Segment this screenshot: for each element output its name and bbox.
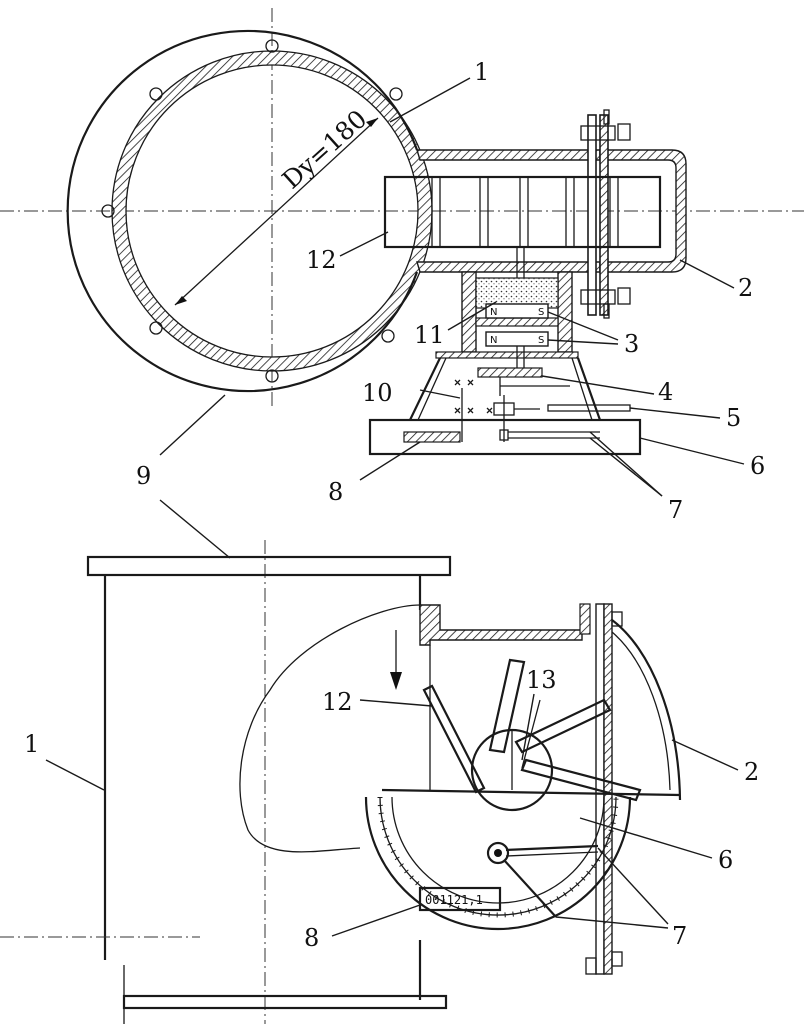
magnet-south-label: S <box>538 335 544 346</box>
housing-flange <box>580 109 631 319</box>
callout-5: 5 <box>726 404 741 432</box>
bottom-housing <box>381 603 682 975</box>
bottom-view: 001121,1 1 2 6 7 8 12 13 <box>0 499 759 1024</box>
flange-outer <box>66 29 419 393</box>
drive-gear <box>477 367 543 378</box>
counter-reading: 001121,1 <box>425 893 483 907</box>
flow-arrow <box>390 630 402 690</box>
bolt-hole <box>265 39 279 53</box>
callout-4: 4 <box>658 378 673 406</box>
diameter-label: Dy=180 <box>277 104 373 194</box>
callout-12: 12 <box>306 246 337 274</box>
callout-7: 7 <box>672 922 687 950</box>
callout-8: 8 <box>328 478 343 506</box>
coupling-housing <box>461 271 573 353</box>
dial-scale-ring <box>379 796 617 916</box>
diameter-dimension: Dy=180 <box>174 104 379 306</box>
bottom-flange <box>122 994 448 1010</box>
gearbox-housing <box>409 357 602 421</box>
top-callouts: 1 2 3 4 5 6 7 8 9 10 11 12 <box>136 58 765 524</box>
reduction-gear-train <box>454 379 540 442</box>
pointer <box>503 859 557 918</box>
dial-outer-ring <box>364 796 632 931</box>
pointer-pivot <box>486 841 510 865</box>
top-view: N S N S <box>0 8 804 524</box>
impeller-blade <box>514 698 612 754</box>
callout-2: 2 <box>738 274 753 302</box>
impeller-side <box>422 658 642 812</box>
isolation-plate <box>475 317 559 327</box>
housing-cover-arc <box>611 619 682 801</box>
bolt-hole <box>265 369 279 383</box>
side-housing <box>416 149 687 273</box>
callout-12: 12 <box>322 688 353 716</box>
callout-7: 7 <box>668 496 683 524</box>
bolt-hole <box>389 87 403 101</box>
impeller-top <box>383 175 662 249</box>
bottom-callouts: 1 2 6 7 8 12 13 <box>24 666 759 952</box>
magnet-upper: N S <box>485 303 549 319</box>
callout-3: 3 <box>624 330 639 358</box>
impeller-blade <box>422 684 486 794</box>
callout-13: 13 <box>526 666 557 694</box>
housing-split-line <box>381 788 681 797</box>
flange-bolts <box>101 39 403 383</box>
coupling-base-plate <box>435 351 579 359</box>
callout-9: 9 <box>136 462 151 490</box>
impeller-blade <box>488 658 526 754</box>
callout-1: 1 <box>474 58 489 86</box>
bolt-hole <box>101 204 115 218</box>
callout-11: 11 <box>414 321 445 349</box>
callout-1: 1 <box>24 730 39 758</box>
pipe-wall-inner-edge <box>125 64 419 358</box>
bolt-hole <box>149 87 163 101</box>
flow-profile <box>239 604 421 853</box>
magnet-south-label: S <box>538 307 544 318</box>
top-flange <box>86 555 452 577</box>
magnet-lower: N S <box>485 331 549 347</box>
pointer <box>505 844 599 852</box>
counter-window <box>418 886 502 912</box>
dial-face: 001121,1 <box>364 796 632 931</box>
bolt-hole <box>381 329 395 343</box>
sealant-filling <box>475 277 559 309</box>
callout-6: 6 <box>750 452 765 480</box>
magnet-north-label: N <box>490 307 497 318</box>
bolt-hole <box>149 321 163 335</box>
dial-plate <box>368 418 642 456</box>
callout-10: 10 <box>362 379 393 407</box>
callout-8: 8 <box>304 924 319 952</box>
pipe-wall-hatched <box>112 51 432 371</box>
impeller-blade <box>520 758 642 802</box>
callout-6: 6 <box>718 846 733 874</box>
callout-2: 2 <box>744 758 759 786</box>
counter-wheels <box>403 431 461 443</box>
magnet-north-label: N <box>490 335 497 346</box>
